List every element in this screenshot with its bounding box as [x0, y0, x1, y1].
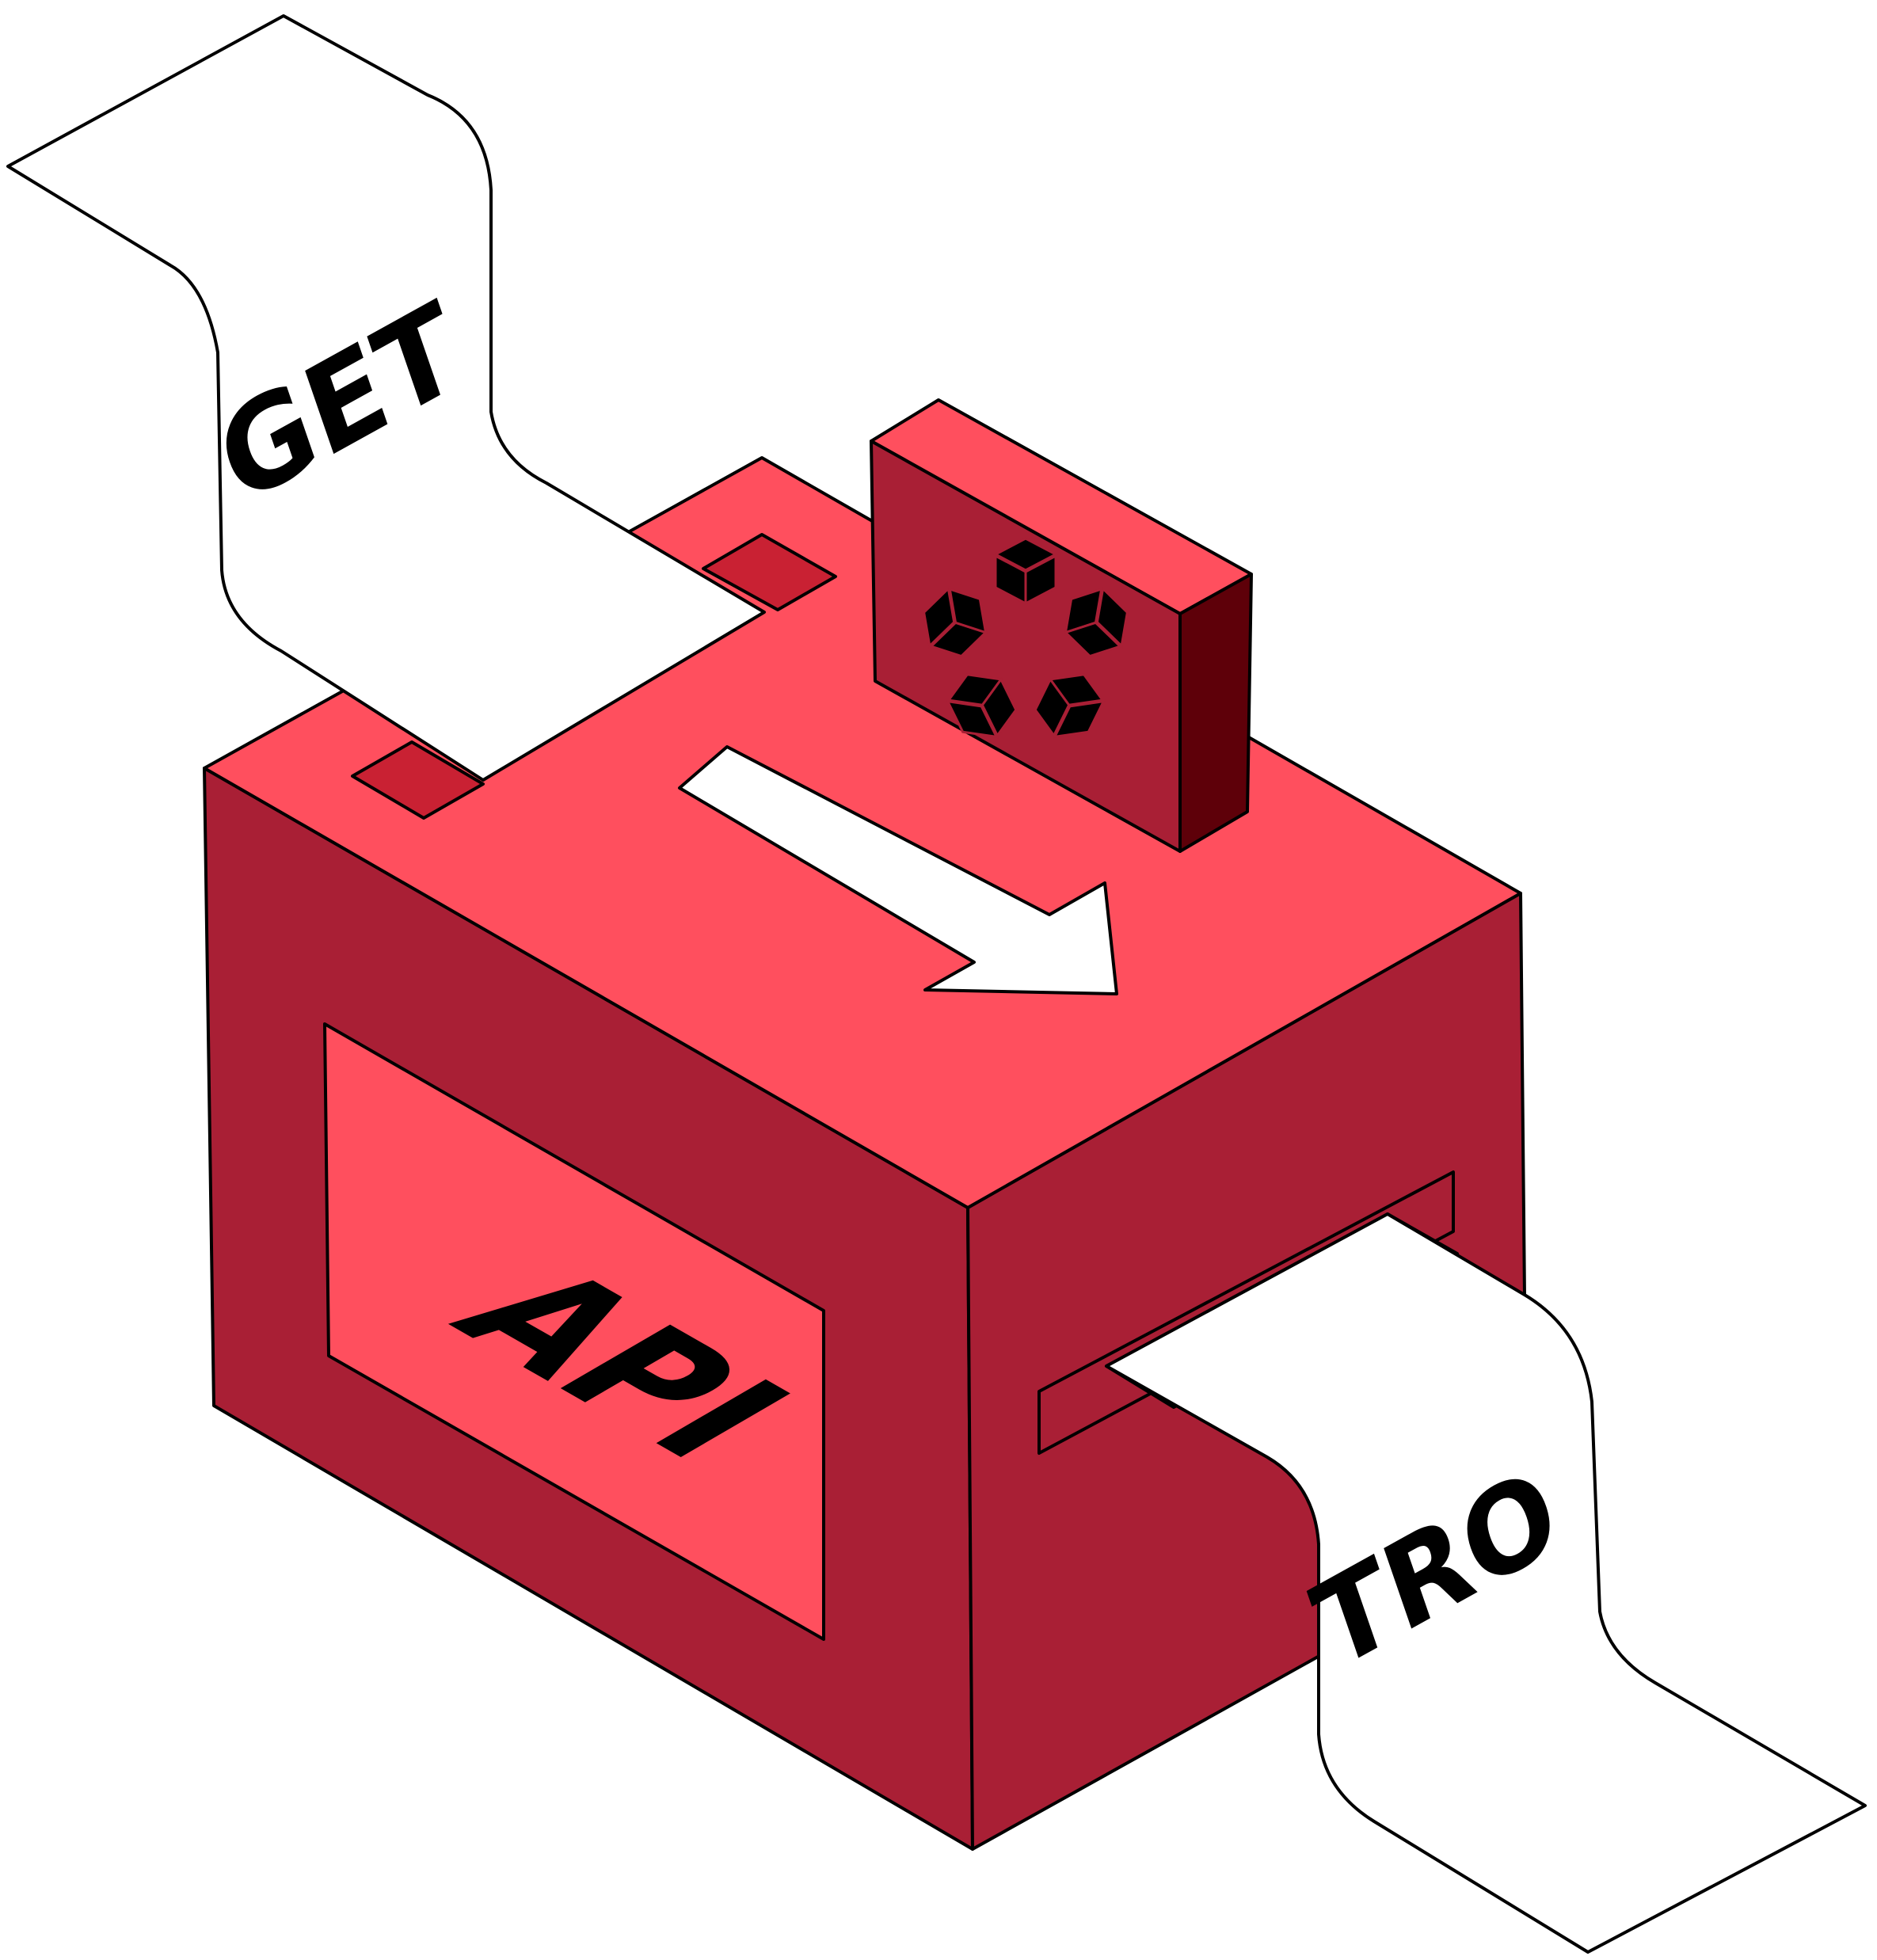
input-tape: GET: [8, 16, 764, 780]
badge-side: [1180, 574, 1251, 851]
